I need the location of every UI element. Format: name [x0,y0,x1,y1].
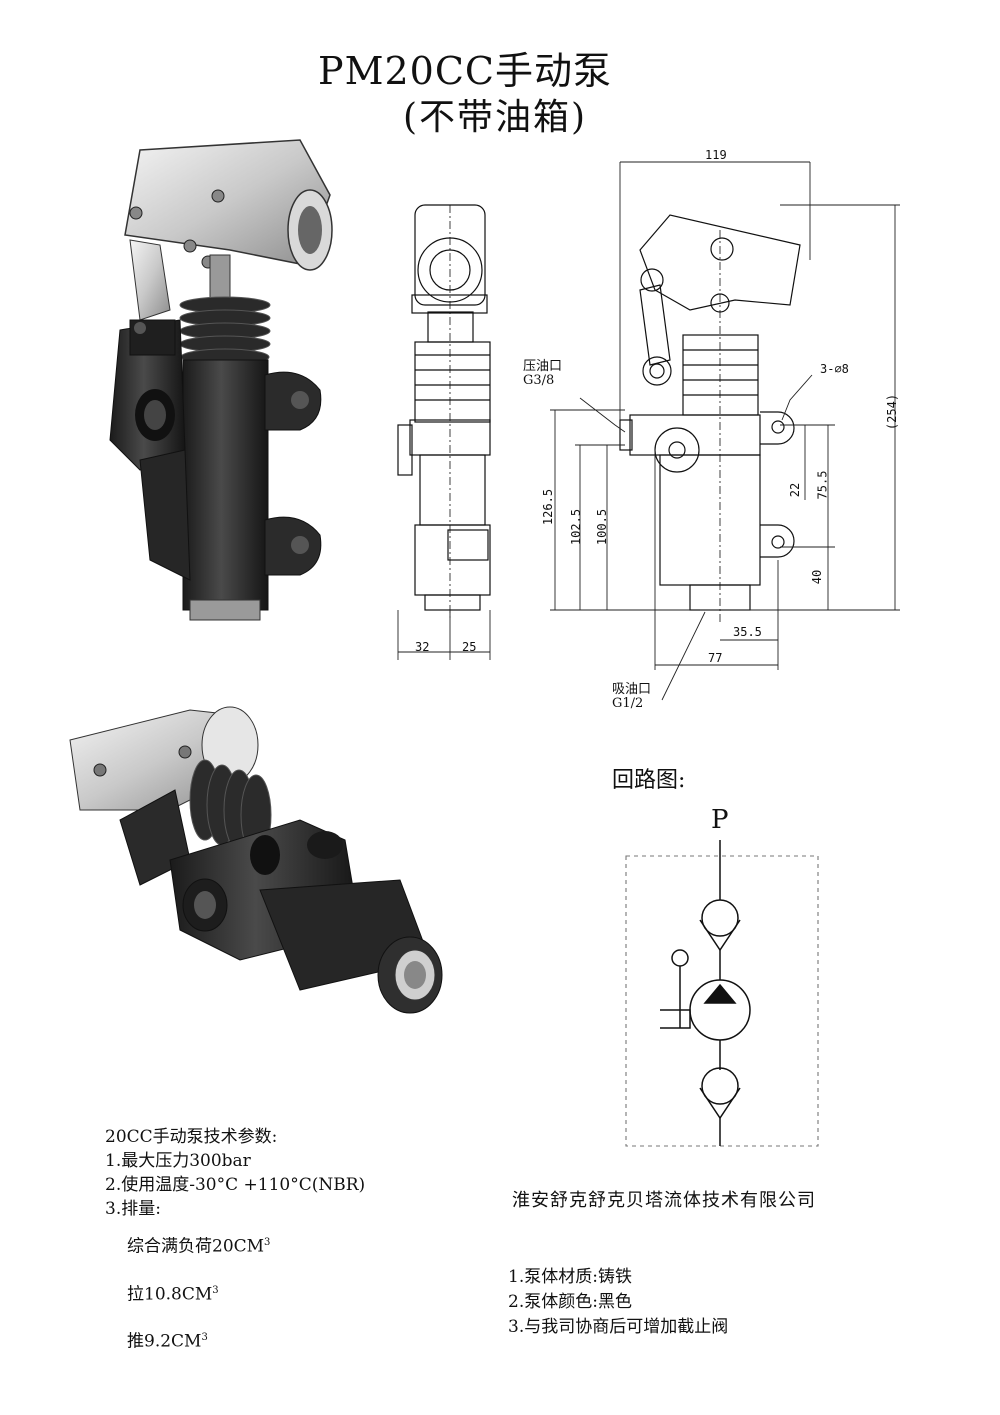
dim-40: 40 [810,569,825,585]
circuit-diagram [625,840,819,1147]
dim-25: 25 [462,640,477,654]
dim-102-5: 102.5 [569,508,584,546]
tech-specs: 20CC手动泵技术参数: 1.最大压力300bar 2.使用温度-30°C +1… [105,1125,365,1354]
spec-displacement: 3.排量: [105,1199,161,1219]
dim-77: 77 [708,651,723,665]
spec-disp-full: 综合满负荷20CM3 [127,1236,271,1257]
page-title: PM20CC手动泵 [318,49,612,93]
pump-side-view [397,204,491,620]
note-valve: 3.与我司协商后可增加截止阀 [508,1317,729,1337]
dim-254: (254) [885,393,900,431]
dim-22: 22 [788,482,803,498]
pump-front-view [619,214,801,625]
suction-port-thread: G1/2 [612,696,644,711]
pump-3d-view-lying [69,706,443,1014]
dim-119: 119 [705,148,727,162]
spec-disp-pull: 拉10.8CM3 [127,1284,219,1305]
dim-35-5: 35.5 [733,625,762,639]
pump-3d-view-upright [109,139,333,621]
notes: 1.泵体材质:铸铁 2.泵体颜色:黑色 3.与我司协商后可增加截止阀 [508,1265,728,1340]
note-material: 1.泵体材质:铸铁 [508,1267,632,1287]
spec-temperature: 2.使用温度-30°C +110°C(NBR) [105,1175,366,1195]
dimension-lines [397,161,900,701]
dim-3-phi-8: 3-∅8 [820,362,849,376]
dim-75-5: 75.5 [815,470,830,500]
pressure-port-label: 压油口 [523,359,563,374]
page-subtitle: (不带油箱) [402,97,588,138]
company-name: 淮安舒克舒克贝塔流体技术有限公司 [512,1190,816,1211]
dim-32: 32 [415,640,430,654]
circuit-p-label: P [711,805,729,835]
note-color: 2.泵体颜色:黑色 [508,1292,632,1312]
suction-port-label: 吸油口 [612,682,652,697]
specs-heading: 20CC手动泵技术参数: [105,1127,278,1147]
dim-100-5: 100.5 [595,508,610,546]
circuit-title: 回路图: [612,768,686,793]
spec-max-pressure: 1.最大压力300bar [105,1151,251,1171]
dim-126-5: 126.5 [541,488,556,526]
spec-disp-push: 推9.2CM3 [127,1331,208,1352]
pressure-port-thread: G3/8 [523,373,555,388]
